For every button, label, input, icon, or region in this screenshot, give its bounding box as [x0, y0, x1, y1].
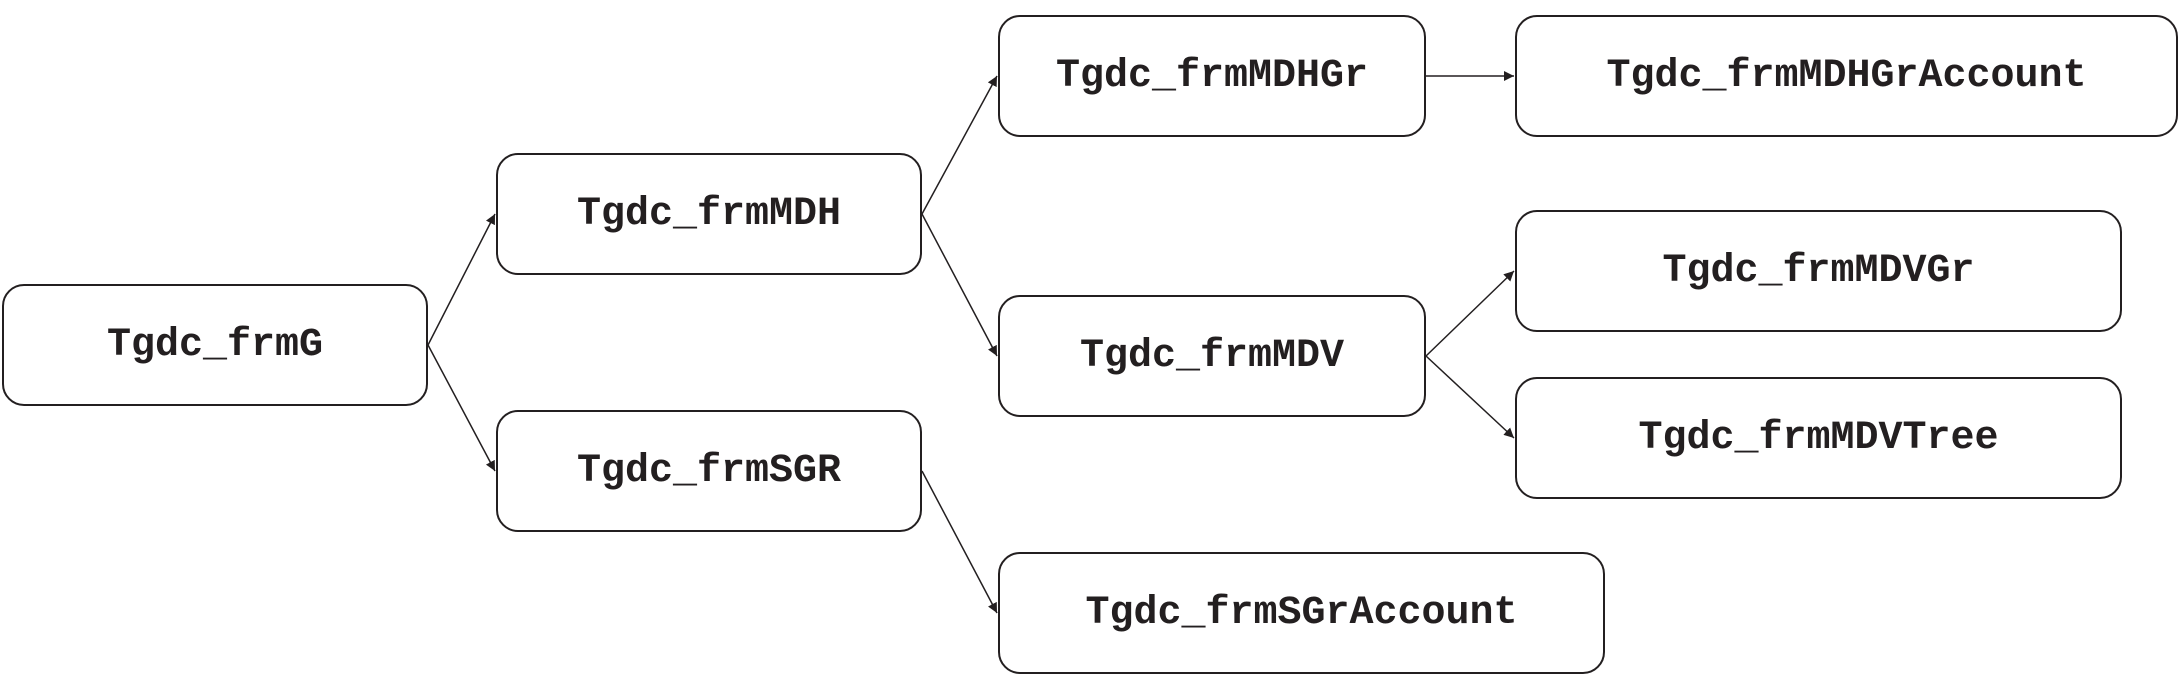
- node-tgdc-frmg: Tgdc_frmG: [2, 284, 428, 406]
- edge-frmMDV-to-frmMDVGr: [1425, 270, 1515, 357]
- node-label: Tgdc_frmG: [106, 322, 324, 368]
- node-tgdc-frmmdh: Tgdc_frmMDH: [496, 153, 922, 275]
- node-label: Tgdc_frmMDH: [576, 191, 842, 237]
- node-tgdc-frmmdv: Tgdc_frmMDV: [998, 295, 1426, 417]
- edge-frmG-to-frmSGR: [427, 344, 496, 472]
- node-tgdc-frmmdhgraccount: Tgdc_frmMDHGrAccount: [1515, 15, 2178, 137]
- node-tgdc-frmmdvtree: Tgdc_frmMDVTree: [1515, 377, 2122, 499]
- node-label: Tgdc_frmMDHGrAccount: [1606, 53, 2087, 99]
- node-tgdc-frmsgr: Tgdc_frmSGR: [496, 410, 922, 532]
- node-label: Tgdc_frmMDVGr: [1662, 248, 1975, 294]
- node-label: Tgdc_frmSGR: [576, 448, 842, 494]
- node-label: Tgdc_frmSGrAccount: [1085, 590, 1518, 636]
- edge-frmMDV-to-frmMDVTree: [1425, 355, 1515, 439]
- node-label: Tgdc_frmMDVTree: [1638, 415, 1999, 461]
- edge-frmMDH-to-frmMDHGr: [921, 75, 998, 215]
- node-tgdc-frmsgraccount: Tgdc_frmSGrAccount: [998, 552, 1605, 674]
- node-label: Tgdc_frmMDV: [1079, 333, 1345, 379]
- node-label: Tgdc_frmMDHGr: [1055, 53, 1369, 99]
- edge-frmMDH-to-frmMDV: [921, 213, 998, 357]
- node-tgdc-frmmdhgr: Tgdc_frmMDHGr: [998, 15, 1426, 137]
- node-tgdc-frmmdvgr: Tgdc_frmMDVGr: [1515, 210, 2122, 332]
- edge-frmSGR-to-frmSGrAccount: [921, 470, 998, 614]
- edge-frmG-to-frmMDH: [427, 213, 496, 346]
